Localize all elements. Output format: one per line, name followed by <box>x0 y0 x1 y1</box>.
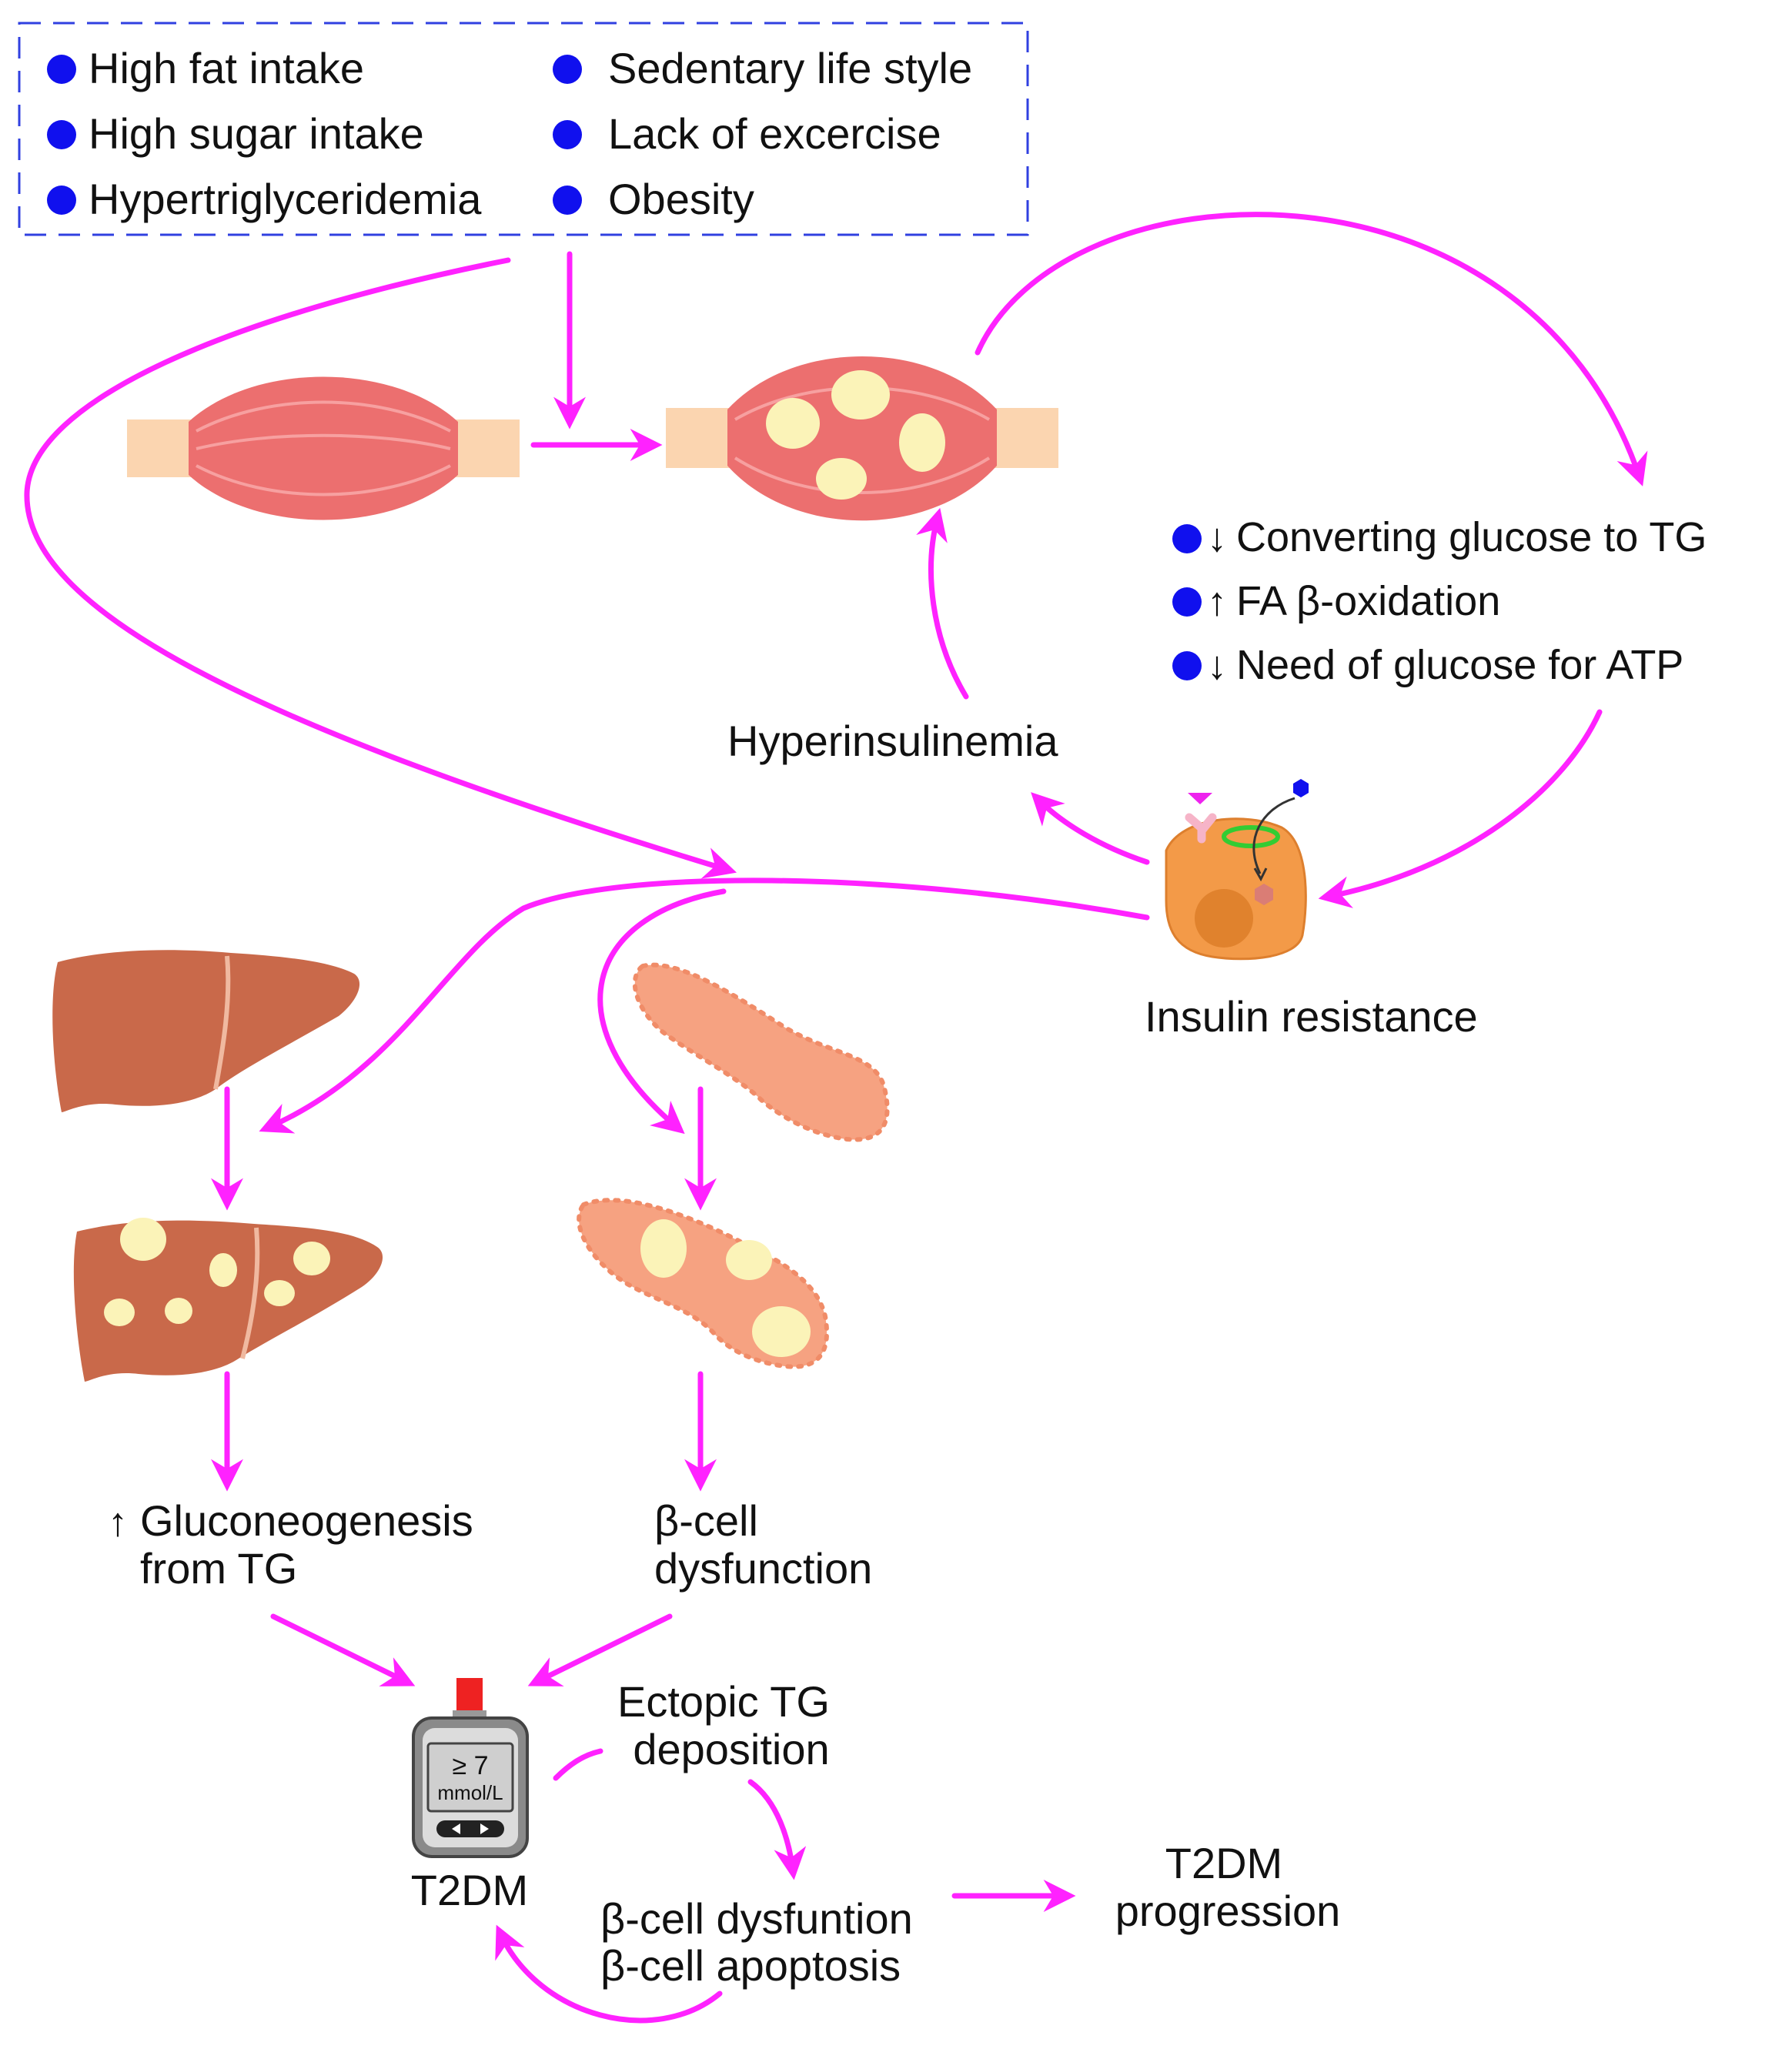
meter-reading: ≥ 7 <box>452 1751 488 1780</box>
fat-droplet <box>726 1240 772 1280</box>
meter-screen <box>426 1742 514 1813</box>
tendon-left <box>666 408 735 468</box>
beta-dysfunction-label-line1: β-cell <box>654 1496 758 1545</box>
muscle-belly <box>189 376 458 520</box>
arrow-ectopic-to-apoptosis <box>747 1779 807 1880</box>
effect-arrow-2: ↑ <box>1207 580 1227 624</box>
glut4-transporter-icon <box>1222 825 1280 848</box>
insulin-resistance-label: Insulin resistance <box>1145 992 1478 1041</box>
fat-droplet <box>816 458 867 500</box>
arrow-insulin-resistance-to-hyperinsulinemia <box>1031 792 1150 865</box>
arrow-fatty-muscle-to-effects <box>975 212 1648 486</box>
arrow-insulin-resistance-to-liver <box>259 877 1150 1134</box>
t2dm-label: T2DM <box>411 1866 528 1914</box>
insulin-icon <box>1188 793 1212 804</box>
beta-apoptosis-label-line1: β-cell dysfuntion <box>600 1894 913 1943</box>
arrow-t2dm-to-ectopic <box>553 1748 603 1781</box>
glucose-icon <box>1293 779 1309 797</box>
arrow-apoptosis-to-t2dm <box>495 1924 723 2024</box>
insulin-receptor-icon <box>1185 813 1217 844</box>
risk-factor-left-2: High sugar intake <box>89 109 424 158</box>
beta-apoptosis-label-line2: β-cell apoptosis <box>600 1941 901 1990</box>
gluconeogenesis-label-line1: Gluconeogenesis <box>140 1496 473 1545</box>
normal-muscle <box>127 376 520 520</box>
ectopic-tg-label-line1: Ectopic TG <box>617 1677 830 1726</box>
arrow-effects-to-insulin-resistance <box>1318 709 1603 908</box>
fatty-liver <box>73 1218 383 1382</box>
tendon-right <box>989 408 1058 468</box>
tendon-right <box>450 419 520 477</box>
normal-liver <box>52 950 360 1112</box>
fat-droplet <box>899 413 945 472</box>
meter-test-strip <box>456 1678 483 1713</box>
arrow-gluconeogenesis-to-t2dm <box>270 1613 416 1686</box>
beta-dysfunction-label-line2: dysfunction <box>654 1544 872 1593</box>
ectopic-tg-label-line2: deposition <box>633 1725 829 1773</box>
fat-droplet <box>120 1218 166 1261</box>
fat-droplet <box>104 1299 135 1326</box>
bullet-icon <box>1172 587 1202 617</box>
risk-factor-left-1: High fat intake <box>89 44 364 92</box>
risk-factor-box: High fat intake High sugar intake Hypert… <box>18 22 1029 236</box>
bullet-icon <box>553 186 582 215</box>
effect-arrow-3: ↓ <box>1207 643 1227 688</box>
arrow-risk-to-insulin-resistance <box>24 257 737 879</box>
hyperinsulinemia-label: Hyperinsulinemia <box>727 717 1058 765</box>
meter-unit: mmol/L <box>437 1781 503 1804</box>
insulin-resistant-cell <box>1165 779 1309 961</box>
fat-droplet <box>766 398 820 449</box>
glucose-icon <box>1255 884 1273 905</box>
fat-droplet <box>209 1253 237 1287</box>
effect-arrow-1: ↓ <box>1207 516 1227 560</box>
bullet-icon <box>47 186 76 215</box>
risk-factor-right-2: Lack of excercise <box>608 109 941 158</box>
fat-droplet <box>293 1242 330 1275</box>
glucose-uptake-arrow <box>1252 797 1296 874</box>
arrow-hyperinsulinemia-to-fatty-muscle <box>916 507 969 700</box>
fatty-pancreas <box>577 1198 830 1369</box>
bullet-icon <box>1172 524 1202 553</box>
liver-body <box>52 950 360 1112</box>
effect-text-2: FA β-oxidation <box>1236 578 1500 624</box>
gluconeogenesis-arrow: ↑ <box>108 1500 128 1545</box>
fat-droplet <box>165 1298 192 1324</box>
meter-button-bar <box>436 1820 504 1837</box>
arrow-insulin-resistance-to-pancreas <box>597 888 727 1135</box>
risk-factor-left-3: Hypertriglyceridemia <box>89 175 482 223</box>
fat-droplet <box>264 1280 295 1306</box>
glucose-meter: ≥ 7 mmol/L <box>412 1678 529 1858</box>
tendon-left <box>127 419 196 477</box>
bullet-icon <box>553 55 582 84</box>
cell-nucleus <box>1195 889 1253 948</box>
arrow-beta-dysfunction-to-t2dm <box>527 1613 673 1686</box>
normal-pancreas <box>632 962 890 1142</box>
effect-text-3: Need of glucose for ATP <box>1236 642 1683 688</box>
bullet-icon <box>553 120 582 149</box>
pancreas-body <box>632 962 890 1142</box>
fat-droplet <box>831 370 890 419</box>
t2dm-progression-label-line2: progression <box>1115 1887 1341 1935</box>
risk-factor-right-3: Obesity <box>608 175 754 223</box>
arrows <box>24 212 1648 2024</box>
muscle-effects-list: ↓ Converting glucose to TG ↑ FA β-oxidat… <box>1172 514 1707 688</box>
bullet-icon <box>1172 651 1202 680</box>
fat-droplet <box>752 1306 811 1357</box>
gluconeogenesis-label-line2: from TG <box>140 1544 297 1593</box>
meter-right-arrow-icon <box>480 1823 489 1834</box>
bullet-icon <box>47 120 76 149</box>
t2dm-progression-label-line1: T2DM <box>1165 1839 1282 1887</box>
fat-droplet <box>640 1219 687 1278</box>
bullet-icon <box>47 55 76 84</box>
effect-text-1: Converting glucose to TG <box>1236 514 1707 560</box>
fatty-muscle <box>666 356 1058 521</box>
risk-factor-right-1: Sedentary life style <box>608 44 972 92</box>
meter-left-arrow-icon <box>452 1823 460 1834</box>
